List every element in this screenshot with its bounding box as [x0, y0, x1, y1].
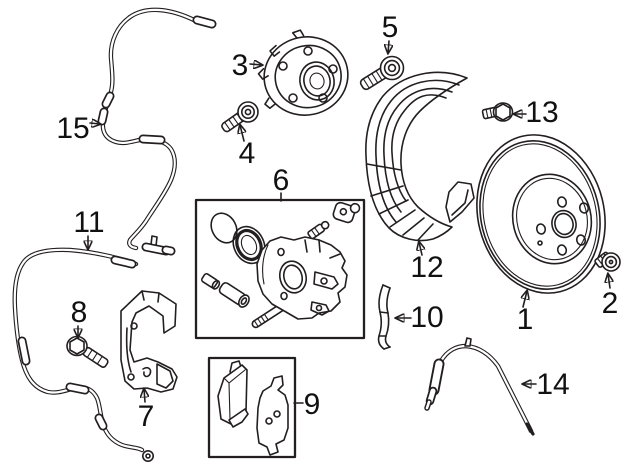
callout-11-label: 11 [73, 206, 104, 239]
callout-5-label: 5 [382, 11, 399, 44]
callout-6: 6 [273, 164, 290, 202]
callout-10-label: 10 [410, 301, 443, 334]
callout-14-label: 14 [536, 368, 569, 401]
callouts: 1 2 3 4 5 6 7 8 [56, 11, 618, 433]
callout-7-label: 7 [138, 400, 155, 433]
callout-3: 3 [232, 49, 262, 82]
shield-bolt [481, 102, 514, 122]
hub-bearing [257, 29, 349, 116]
callout-9: 9 [293, 388, 321, 421]
callout-12-label: 12 [410, 251, 443, 284]
callout-1-label: 1 [517, 303, 534, 336]
caliper-kit-box [194, 198, 366, 340]
brake-rotor [476, 134, 606, 294]
callout-14: 14 [523, 368, 570, 401]
dust-shield [365, 71, 475, 242]
callout-2-label: 2 [602, 287, 619, 320]
callout-1: 1 [517, 291, 534, 336]
wear-sensor-cable-upper [97, 7, 217, 256]
hub-bolt [359, 55, 405, 91]
callout-6-label: 6 [273, 164, 290, 197]
caliper-bracket [120, 290, 178, 393]
callout-13: 13 [514, 96, 559, 129]
callout-13-label: 13 [525, 96, 558, 129]
callout-5: 5 [382, 11, 399, 53]
callout-10: 10 [396, 301, 444, 334]
pad-retaining-clip [377, 284, 391, 350]
callout-4-label: 4 [239, 137, 256, 170]
callout-7: 7 [138, 389, 155, 433]
callout-15: 15 [56, 112, 100, 145]
wear-sensor-cable-right [424, 337, 535, 436]
callout-12: 12 [410, 242, 444, 284]
callout-8-label: 8 [71, 296, 88, 329]
callout-9-label: 9 [304, 388, 321, 421]
callout-2: 2 [602, 274, 619, 320]
callout-3-label: 3 [232, 49, 249, 82]
callout-8: 8 [71, 296, 88, 337]
callout-4: 4 [239, 125, 256, 170]
rotor-set-screw [594, 251, 621, 272]
caliper-guide-bolt [221, 101, 259, 133]
wear-sensor-cable-lower [12, 247, 155, 462]
callout-11: 11 [73, 206, 105, 249]
brake-pad-box [207, 356, 297, 459]
callout-15-label: 15 [56, 112, 89, 145]
bracket-bolt [66, 335, 109, 368]
